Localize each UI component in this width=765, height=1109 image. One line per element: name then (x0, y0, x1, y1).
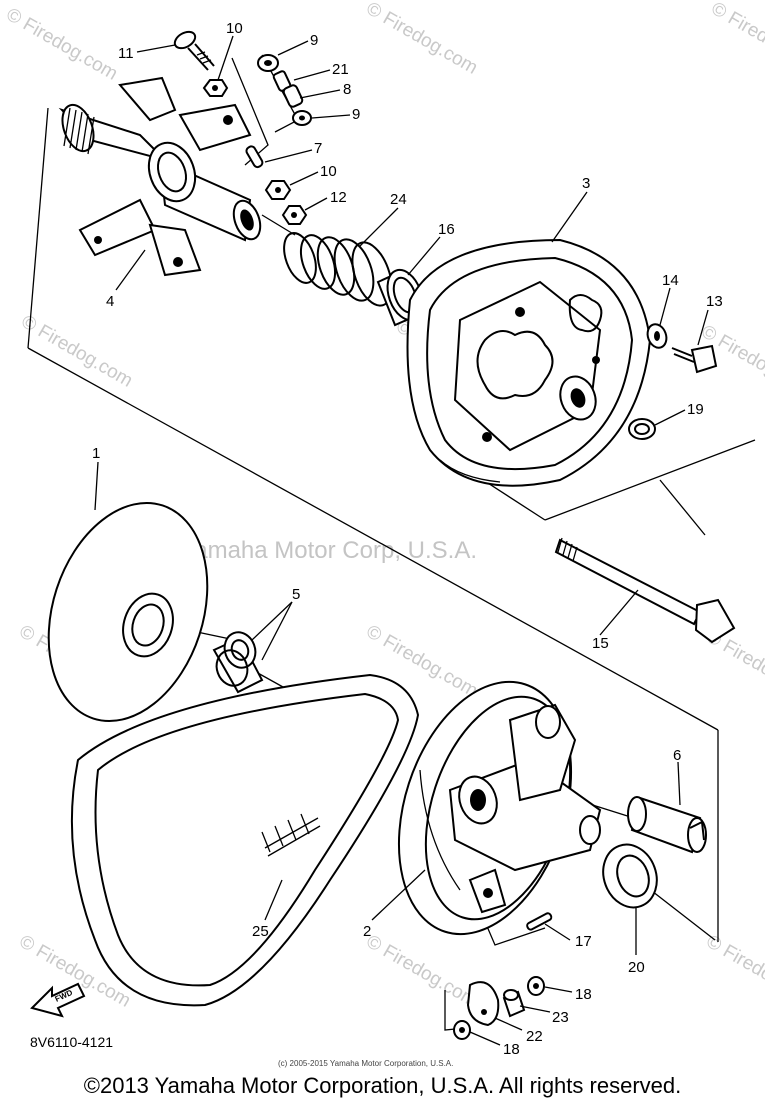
callout-1: 1 (92, 445, 100, 462)
callout-20: 20 (628, 959, 645, 976)
callout-4: 4 (106, 293, 114, 310)
pin-7-icon (245, 145, 264, 169)
callout-5: 5 (292, 586, 300, 603)
leader-lines (94, 35, 709, 1046)
callout-21: 21 (332, 61, 349, 78)
cap-19-icon (628, 418, 656, 440)
callout-11: 11 (118, 45, 134, 62)
callout-16: 16 (438, 221, 455, 238)
washer-18-upper-icon (527, 976, 545, 996)
callout-23: 23 (552, 1009, 569, 1026)
watermark-text: © Firedog.com (708, 0, 765, 79)
slider-5-icon (212, 631, 264, 694)
callout-10: 10 (226, 20, 243, 37)
footer-copyright: ©2013 Yamaha Motor Corporation, U.S.A. A… (83, 1073, 682, 1098)
callout-8: 8 (343, 81, 351, 98)
fixed-sheave-1-icon (47, 501, 209, 723)
belt-25-icon (70, 673, 420, 1007)
callout-7: 7 (314, 140, 322, 157)
washer-14-icon (646, 323, 668, 349)
secondary-sheave-2-icon (397, 680, 602, 936)
callout-15: 15 (592, 635, 609, 652)
washer-18-lower-icon (453, 1020, 471, 1040)
watermark-text: © Firedog.com (363, 0, 482, 79)
nut-10-lower-icon (264, 180, 292, 200)
nut-10-icon (202, 79, 229, 97)
callout-17: 17 (575, 933, 592, 950)
cam-arm-icon (466, 981, 500, 1027)
roller-23-icon (502, 989, 526, 1018)
callout-25: 25 (252, 923, 269, 940)
fwd-arrow-icon: FWD (30, 982, 86, 1018)
callout-22: 22 (526, 1028, 543, 1045)
bolt-15-icon (554, 537, 736, 644)
sheave-cover-3-icon (406, 238, 652, 487)
small-copyright: (c) 2005-2015 Yamaha Motor Corporation, … (278, 1059, 453, 1068)
bolt-13-icon (671, 344, 718, 374)
center-watermark: Yamaha Motor Corp, U.S.A. (180, 537, 477, 564)
nut-12-icon (281, 205, 308, 225)
callout-18: 18 (575, 986, 592, 1003)
callout-13: 13 (706, 293, 723, 310)
callout-6: 6 (673, 747, 681, 764)
callout-18: 18 (503, 1041, 520, 1058)
seal-20-icon (602, 843, 658, 909)
nut-9-upper-icon (257, 54, 279, 72)
spring-24-icon (283, 232, 393, 307)
callout-9: 9 (352, 106, 360, 123)
callout-labels: 11 10 9 21 8 9 7 10 12 24 16 3 4 14 13 1… (92, 20, 723, 1058)
callout-10: 10 (320, 163, 337, 180)
nut-9-lower-icon (292, 110, 312, 126)
watermark-text: © Firedog.com (3, 4, 122, 85)
callout-19: 19 (687, 401, 704, 418)
bolt-11-icon (173, 30, 215, 71)
callout-12: 12 (330, 189, 347, 206)
callout-3: 3 (582, 175, 590, 192)
spider-4-icon (58, 76, 262, 277)
sleeve-6-icon (627, 796, 707, 854)
diagram-code: 8V6110-4121 (30, 1034, 113, 1050)
callout-2: 2 (363, 923, 371, 940)
pin-17-icon (526, 912, 553, 931)
watermark-text: © Firedog.com (363, 931, 482, 1012)
callout-9: 9 (310, 32, 318, 49)
roller-8-icon (282, 84, 304, 108)
watermark-text: © Firedog.com (703, 931, 765, 1012)
callout-14: 14 (662, 272, 679, 289)
callout-24: 24 (390, 191, 407, 208)
